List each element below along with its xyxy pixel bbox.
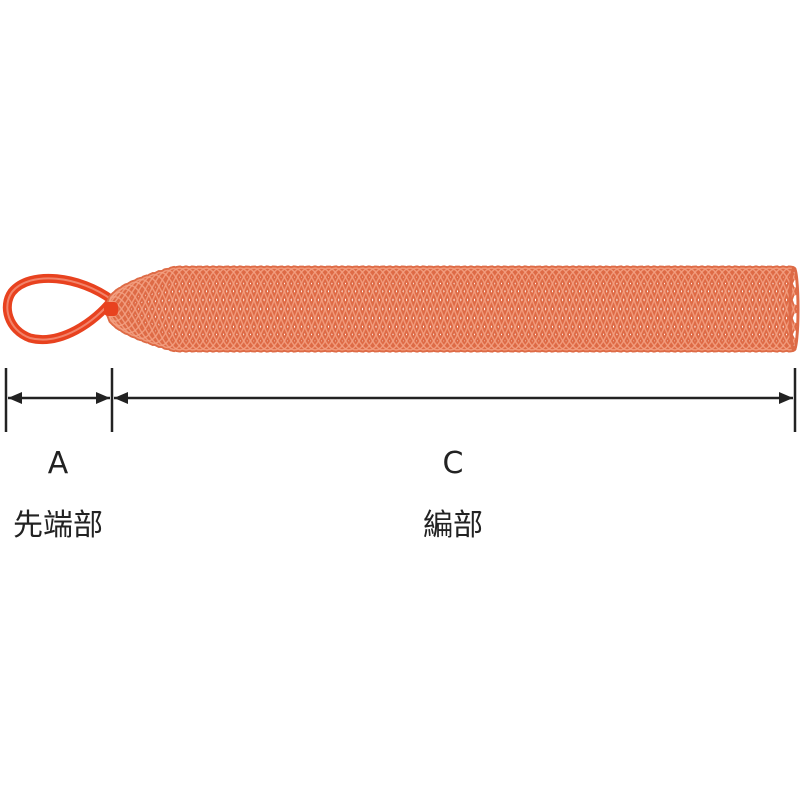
dimension-lines [4, 368, 797, 432]
mesh-neck-binding [104, 302, 118, 316]
dimension-label-a: A [47, 446, 69, 481]
mesh-strand [107, 267, 796, 351]
mesh-strand [107, 267, 796, 351]
arrowhead-c-left [114, 392, 128, 404]
dimension-label-c: C [442, 446, 464, 481]
mesh-strand [107, 267, 796, 351]
arrowhead-c-right [779, 392, 793, 404]
mesh-end-rim [788, 266, 800, 352]
dimension-caption-a: 先端部 [13, 508, 103, 543]
eye-loop [2, 273, 117, 344]
mesh-strand [107, 267, 796, 351]
mesh-strand [107, 267, 796, 351]
mesh-strand [107, 267, 796, 351]
mesh-strand [107, 267, 796, 351]
mesh-strand [107, 267, 796, 351]
mesh-strand [107, 267, 796, 351]
arrowhead-a-left [8, 392, 22, 404]
mesh-strand [107, 267, 796, 351]
mesh-strand [107, 267, 796, 351]
braided-mesh [104, 265, 800, 353]
mesh-strand [107, 267, 796, 351]
dimension-caption-c: 編部 [423, 508, 483, 543]
mesh-strand [107, 267, 796, 351]
mesh-strand [107, 267, 796, 351]
arrowhead-a-right [96, 392, 110, 404]
